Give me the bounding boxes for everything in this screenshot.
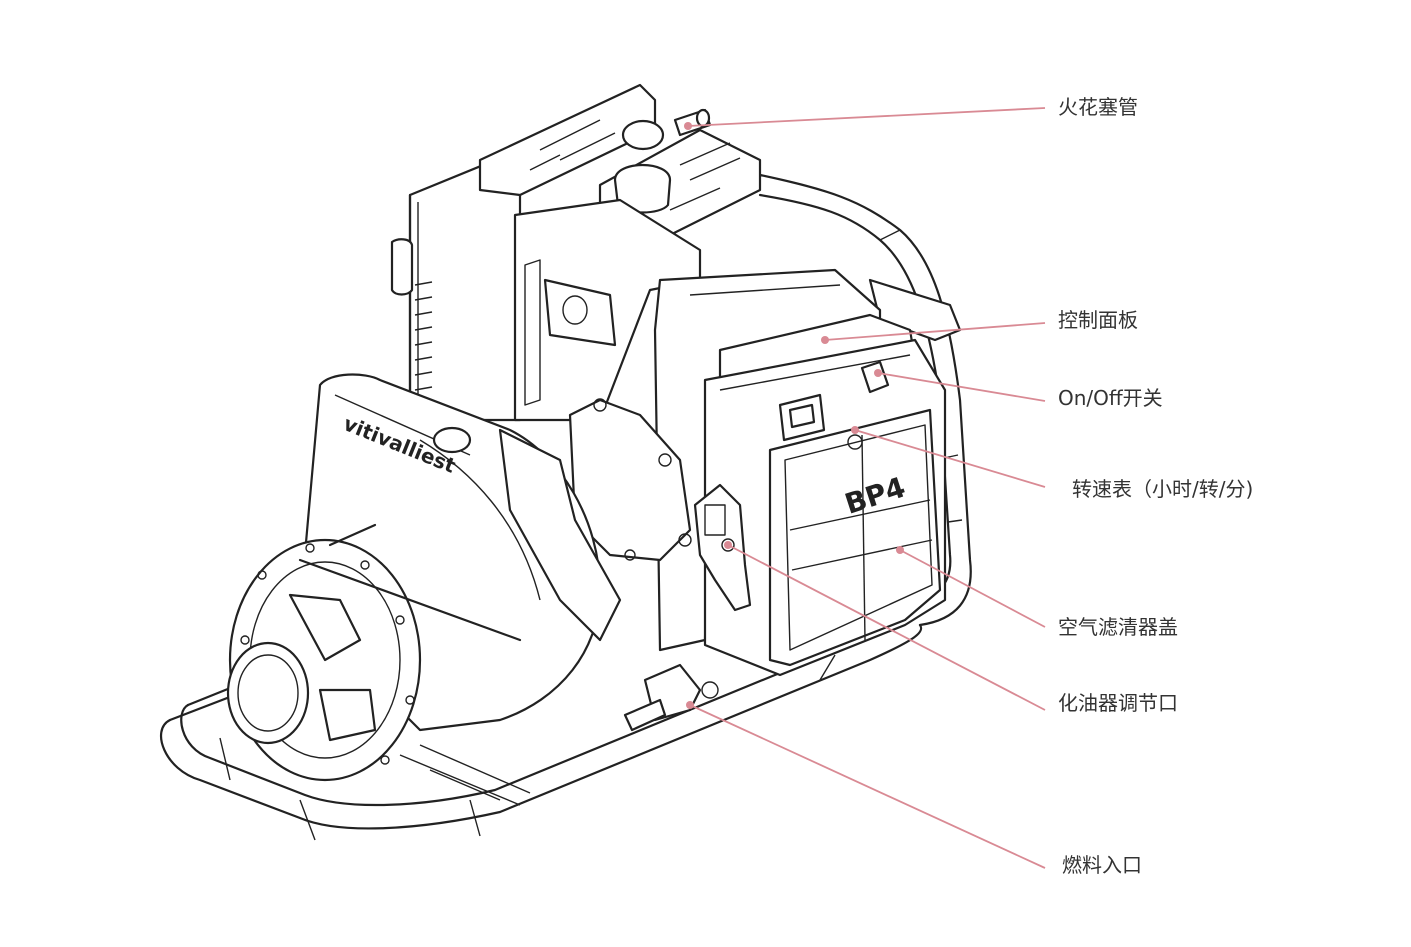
- fuel-inlet: [623, 663, 719, 732]
- callout-air-filter-cover: 空气滤清器盖: [1058, 615, 1178, 639]
- callout-carburetor-adjust: 化油器调节口: [1058, 691, 1178, 715]
- base-frame: [160, 623, 923, 841]
- callout-leaders: [684, 107, 1046, 869]
- callout-on-off-switch: On/Off开关: [1058, 386, 1163, 410]
- pump-flange: [226, 523, 522, 782]
- callout-spark-plug-tube: 火花塞管: [1058, 95, 1138, 119]
- carburetor: [693, 483, 752, 612]
- callout-control-panel: 控制面板: [1058, 308, 1138, 332]
- air-filter-cover: BP4: [768, 408, 942, 667]
- callout-fuel-inlet: 燃料入口: [1062, 853, 1142, 877]
- callout-tachometer: 转速表（小时/转/分): [1072, 477, 1254, 501]
